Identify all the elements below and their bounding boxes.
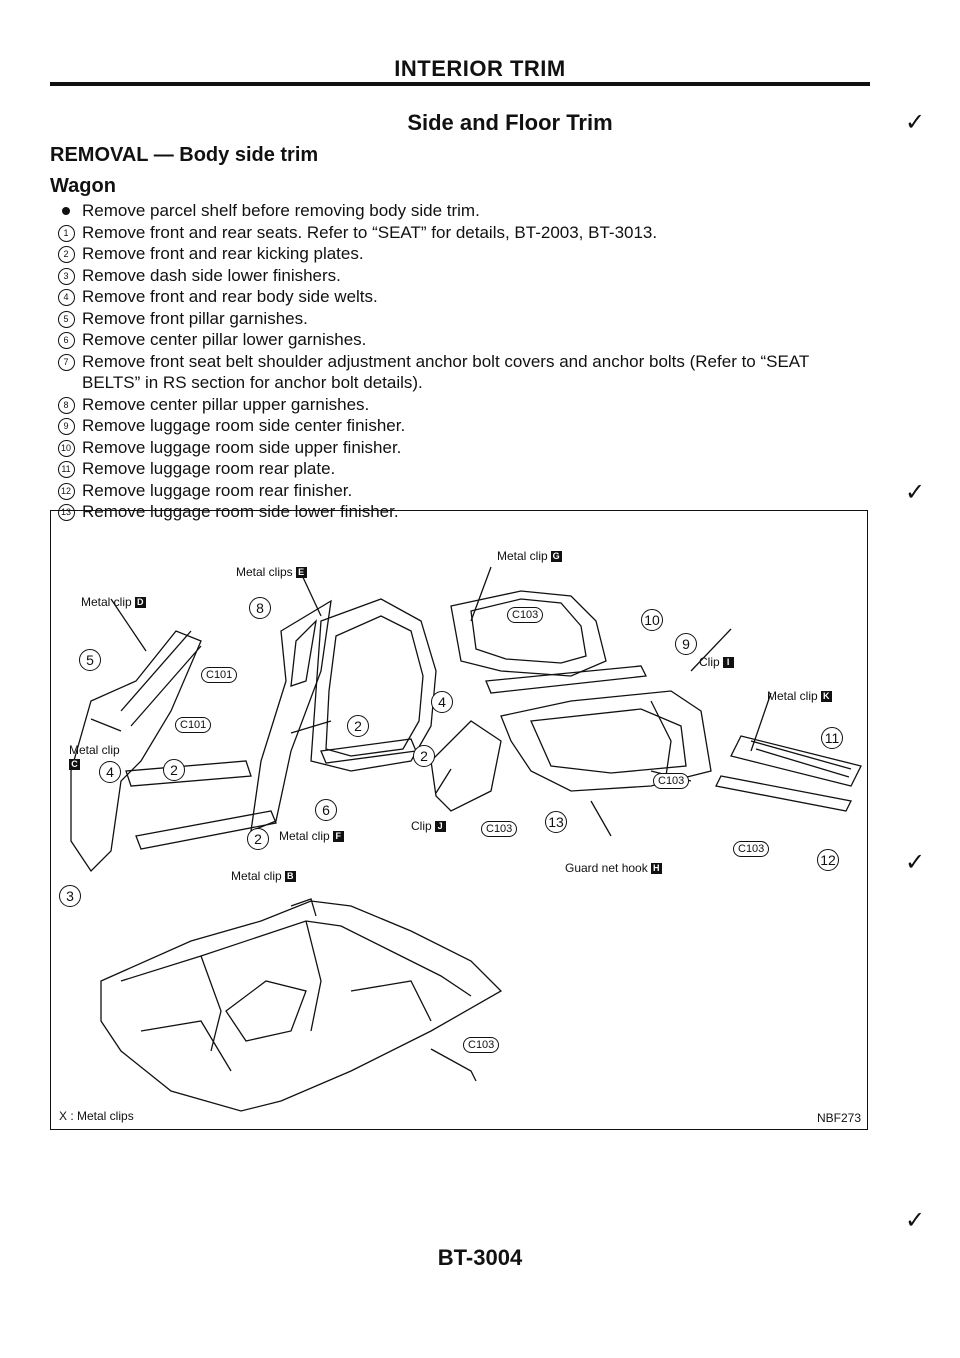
step-7: 7 Remove front seat belt shoulder adjustm…: [50, 351, 870, 394]
step-9: 9 Remove luggage room side center finishe…: [50, 415, 870, 437]
letter-box: J: [434, 821, 446, 833]
letter-box: F: [332, 831, 344, 843]
step-6: 6 Remove center pillar lower garnishes.: [50, 329, 870, 351]
letter-box: E: [295, 567, 307, 579]
connector-ref: C103: [463, 1037, 500, 1053]
step-text: Remove front and rear seats. Refer to “S…: [82, 222, 658, 242]
step-number: 10: [57, 439, 75, 457]
connector-ref: C103: [481, 821, 518, 837]
step-number: 6: [57, 332, 75, 349]
step-number: 12: [57, 482, 75, 500]
check-mark-icon: ✓: [905, 849, 926, 876]
step-text: Remove luggage room side upper finisher.: [82, 437, 402, 457]
connector-ref: C103: [733, 841, 770, 857]
connector-ref: C101: [201, 667, 238, 683]
connector-ref: C101: [175, 717, 212, 733]
callout-8: 8: [249, 597, 271, 619]
step-number: 1: [57, 224, 75, 242]
letter-box: C: [69, 759, 80, 771]
step-12: 12 Remove luggage room rear finisher.: [50, 480, 870, 502]
step-bullet: Remove parcel shelf before removing body…: [50, 200, 870, 222]
letter-box: G: [550, 551, 562, 563]
step-13: 13 Remove luggage room side lower finishe…: [50, 501, 870, 523]
callout-2: 2: [413, 745, 435, 767]
callout-11: 11: [821, 727, 843, 749]
check-mark-icon: ✓: [905, 479, 926, 506]
callout-2: 2: [347, 715, 369, 737]
callout-3: 3: [59, 885, 81, 907]
header-rule: [50, 82, 870, 86]
procedure-steps: Remove parcel shelf before removing body…: [50, 200, 870, 523]
letter-box: B: [284, 871, 296, 883]
callout-4: 4: [99, 761, 121, 783]
callout-5: 5: [79, 649, 101, 671]
step-text: Remove center pillar lower garnishes.: [82, 330, 367, 349]
callout-4: 4: [431, 691, 453, 713]
connector-ref: C103: [507, 607, 544, 623]
step-number: 3: [57, 267, 75, 285]
figure-legend: X : Metal clips: [59, 1109, 134, 1123]
step-number: 5: [57, 310, 75, 328]
step-text: Remove center pillar upper garnishes.: [82, 394, 370, 414]
step-8: 8 Remove center pillar upper garnishes.: [50, 394, 870, 416]
step-text: Remove luggage room rear plate.: [82, 459, 336, 478]
step-text: Remove dash side lower finishers.: [82, 265, 341, 285]
step-text: Remove luggage room side center finisher…: [82, 416, 406, 435]
step-number: 7: [57, 353, 75, 371]
step-text: Remove luggage room rear finisher.: [82, 480, 353, 500]
callout-13: 13: [545, 811, 567, 833]
callout-12: 12: [817, 849, 839, 871]
connector-ref: C103: [653, 773, 690, 789]
step-number: 13: [57, 504, 75, 521]
page-header-title: INTERIOR TRIM: [394, 56, 566, 81]
step-number: 4: [57, 289, 75, 306]
step-number: 9: [57, 418, 75, 435]
step-text: Remove front seat belt shoulder adjustme…: [82, 351, 809, 393]
step-10: 10 Remove luggage room side upper finishe…: [50, 437, 870, 459]
step-2: 2 Remove front and rear kicking plates.: [50, 243, 870, 265]
step-text: Remove front pillar garnishes.: [82, 308, 308, 328]
trim-diagram-drawing: [70, 566, 862, 1112]
step-3: 3 Remove dash side lower finishers.: [50, 265, 870, 287]
letter-box: H: [650, 863, 662, 875]
step-text: Remove front and rear kicking plates.: [82, 244, 364, 263]
step-number: 8: [57, 396, 75, 414]
step-4: 4 Remove front and rear body side welts.: [50, 286, 870, 308]
step-text: Remove front and rear body side welts.: [82, 287, 378, 306]
bullet-icon: [50, 200, 82, 215]
check-mark-icon: ✓: [905, 109, 926, 136]
step-text: Remove luggage room side lower finisher.: [82, 502, 399, 521]
step-number: 2: [57, 246, 75, 263]
callout-10: 10: [641, 609, 663, 631]
removal-heading: REMOVAL — Body side trim: [50, 144, 319, 166]
callout-6: 6: [315, 799, 337, 821]
step-number: 11: [57, 461, 75, 478]
step-1: 1 Remove front and rear seats. Refer to “…: [50, 222, 870, 244]
step-text: Remove parcel shelf before removing body…: [82, 201, 480, 220]
letter-box: K: [820, 691, 832, 703]
section-title: Side and Floor Trim: [407, 110, 613, 135]
step-5: 5 Remove front pillar garnishes.: [50, 308, 870, 330]
letter-box: D: [134, 597, 146, 609]
check-mark-icon: ✓: [905, 1207, 926, 1234]
callout-9: 9: [675, 633, 697, 655]
callout-2: 2: [247, 828, 269, 850]
callout-2: 2: [163, 759, 185, 781]
wagon-heading: Wagon: [50, 175, 116, 197]
step-11: 11 Remove luggage room rear plate.: [50, 458, 870, 480]
figure-code: NBF273: [816, 1111, 861, 1125]
page-number: BT-3004: [437, 1245, 523, 1270]
letter-box: I: [722, 657, 734, 669]
